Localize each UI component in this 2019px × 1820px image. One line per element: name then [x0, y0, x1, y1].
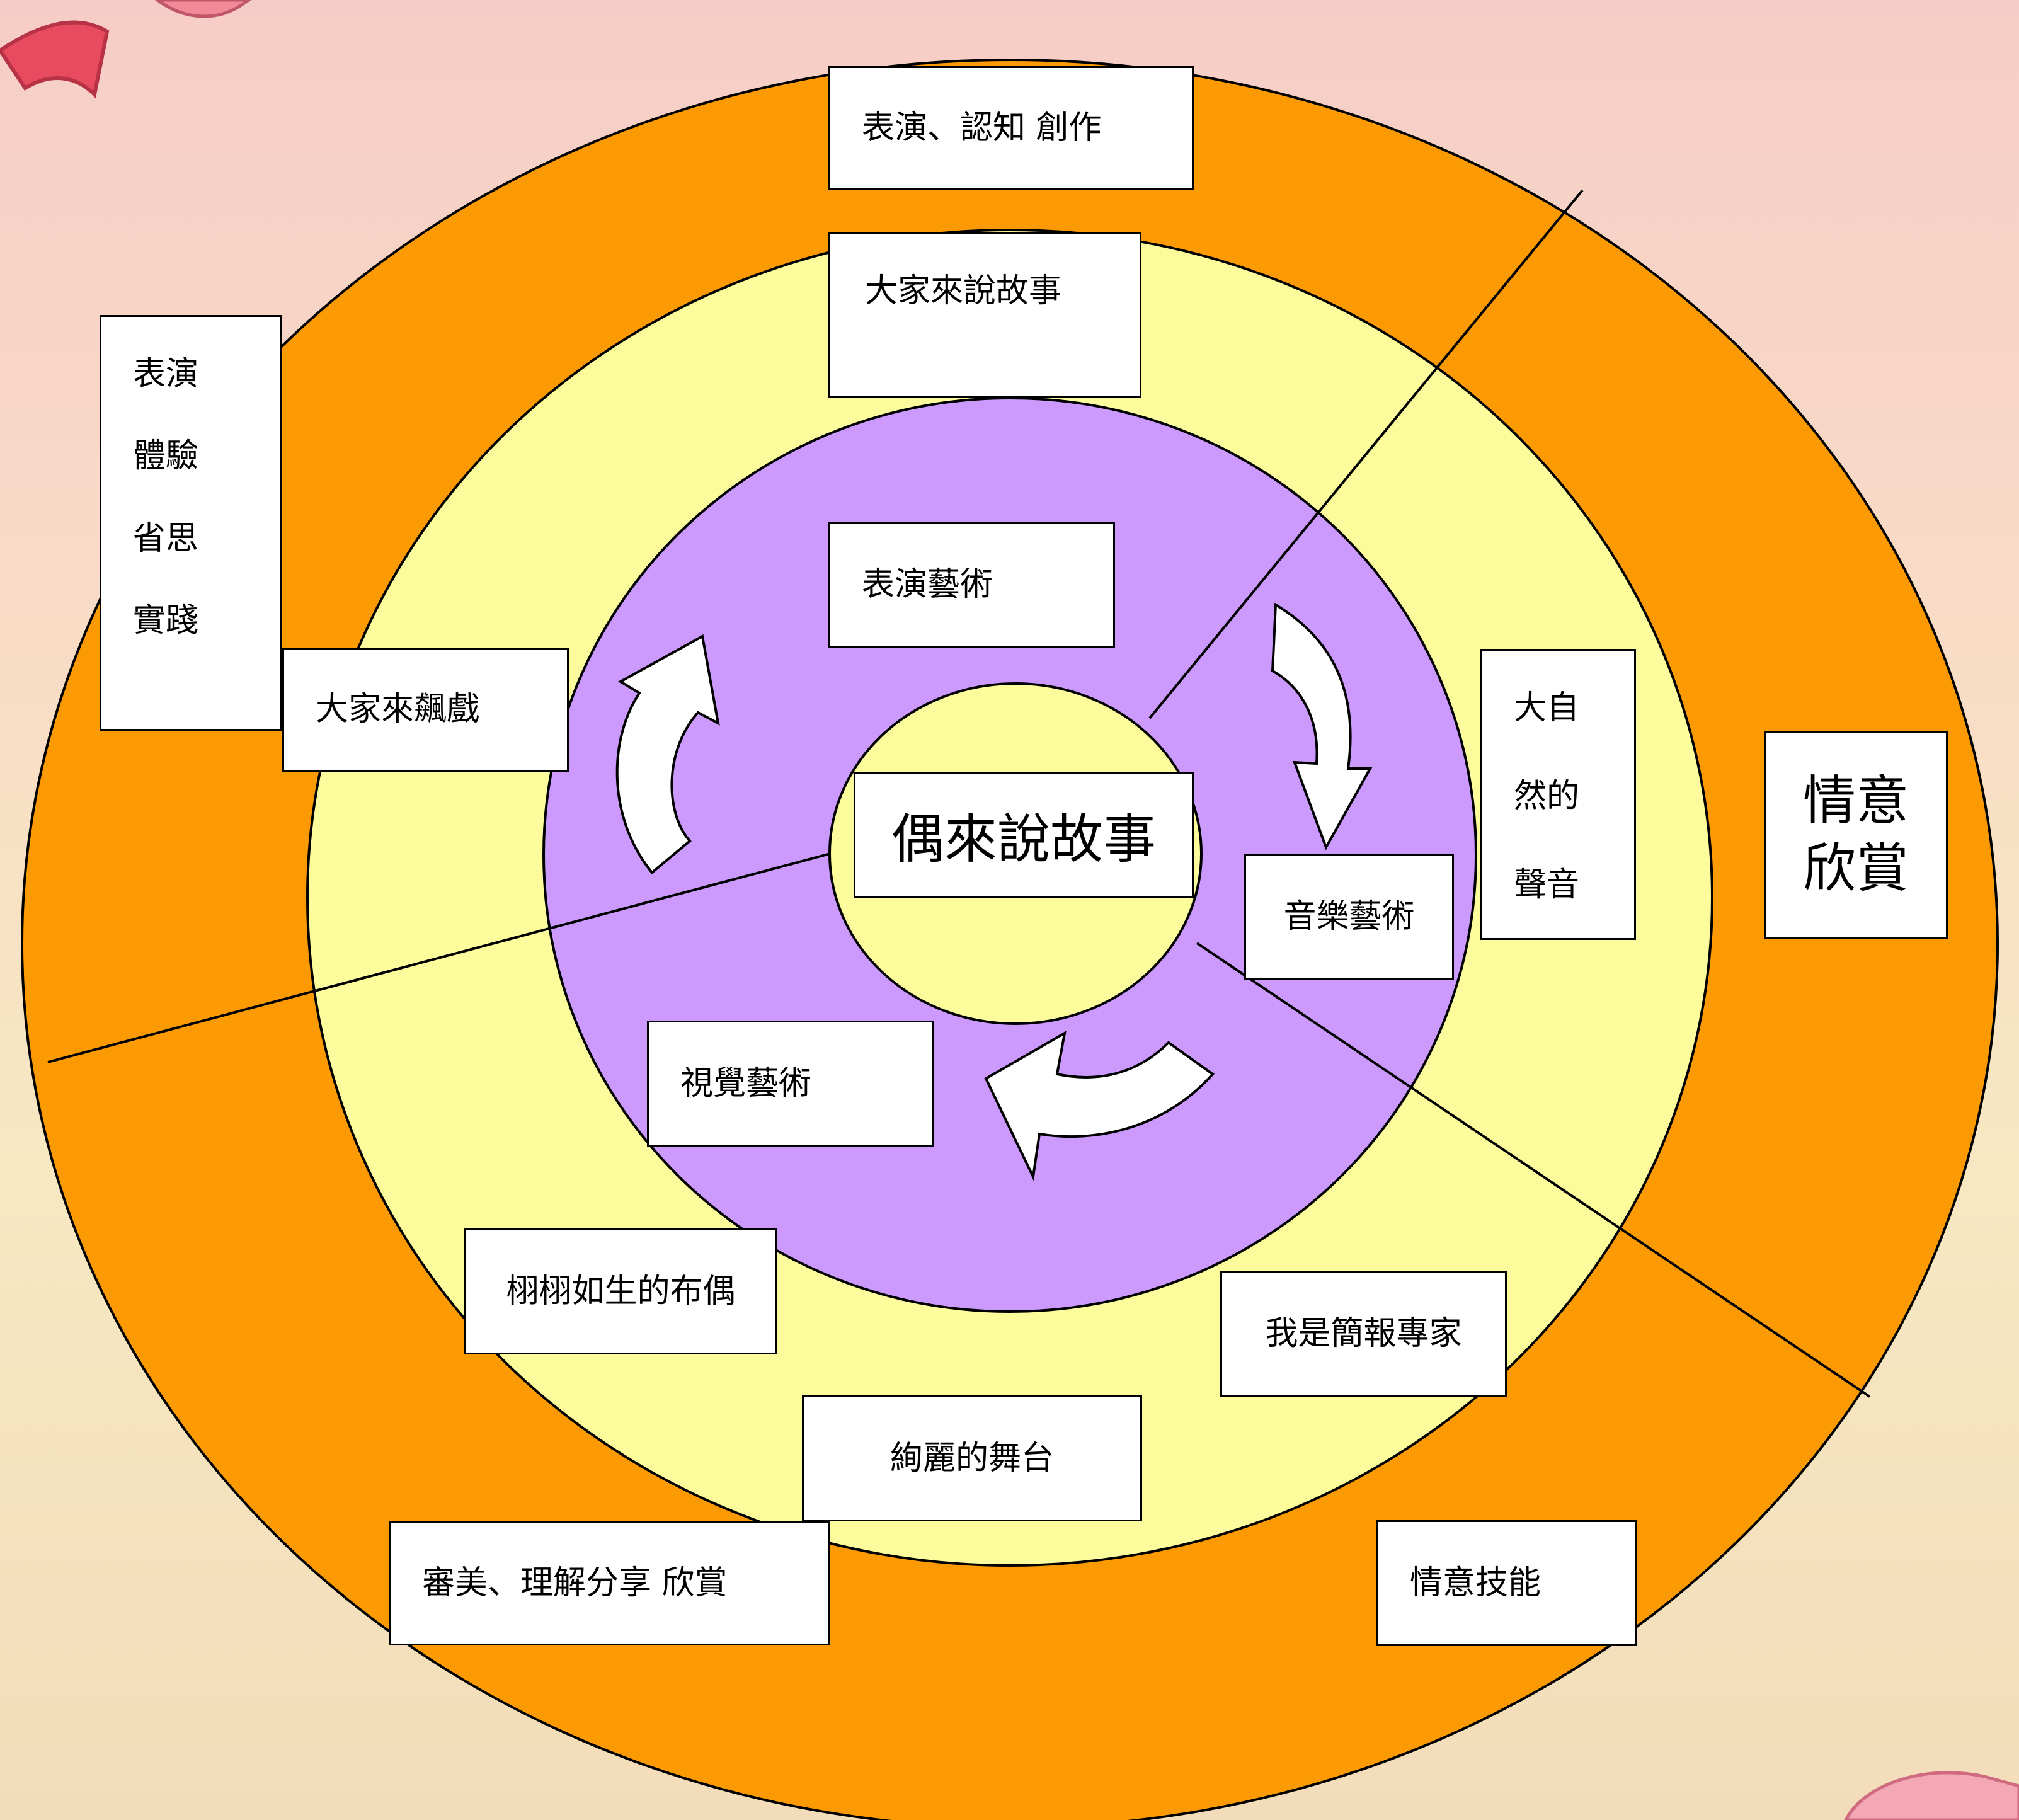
outer-left-item-2: 體驗 [133, 437, 199, 476]
cycle-arrow-down-right-icon [1271, 602, 1373, 850]
unit-nature-sounds-line-1: 大自 [1514, 689, 1580, 727]
outer-right-box: 情意 欣賞 [1764, 731, 1948, 939]
divider-left [47, 852, 831, 1063]
outer-left-item-4: 實踐 [133, 602, 199, 640]
domain-performing-box: 表演藝術 [828, 522, 1115, 648]
ribbon-decoration-top [154, 0, 252, 18]
outer-left-stack-box: 表演 體驗 省思 實踐 [100, 315, 282, 731]
outer-bottom-right-box: 情意技能 [1376, 1520, 1637, 1646]
outer-right-line-2: 欣賞 [1802, 837, 1909, 899]
domain-music-label: 音樂藝術 [1283, 897, 1415, 936]
outer-top-label: 表演、認知 創作 [862, 109, 1102, 147]
unit-stage-box: 絢麗的舞台 [802, 1395, 1142, 1521]
cycle-arrow-up-left-icon [615, 634, 720, 874]
outer-bottom-left-box: 審美、理解分享 欣賞 [389, 1521, 830, 1645]
unit-nature-sounds-line-2: 然的 [1514, 777, 1580, 816]
domain-visual-label: 視覺藝術 [680, 1064, 812, 1102]
ribbon-decoration-top-left [0, 20, 110, 99]
unit-nature-sounds-line-3: 聲音 [1514, 866, 1580, 904]
outer-left-item-1: 表演 [133, 355, 199, 393]
unit-presentation-label: 我是簡報專家 [1265, 1314, 1462, 1353]
domain-visual-box: 視覺藝術 [647, 1021, 934, 1147]
unit-nature-sounds-box: 大自 然的 聲音 [1480, 649, 1636, 940]
center-title: 偶來說故事 [891, 808, 1156, 870]
divider-lower-right [1196, 942, 1871, 1398]
unit-storytelling-box: 大家來說故事 [828, 232, 1141, 398]
outer-right-line-1: 情意 [1802, 770, 1909, 832]
unit-puppets-label: 栩栩如生的布偶 [506, 1272, 736, 1310]
divider-upper-right [1148, 189, 1584, 719]
center-title-box: 偶來說故事 [854, 772, 1194, 898]
outer-top-box: 表演、認知 創作 [828, 66, 1194, 190]
outer-left-item-3: 省思 [133, 519, 199, 558]
unit-presentation-box: 我是簡報專家 [1220, 1271, 1507, 1397]
unit-drama-label: 大家來飆戲 [316, 690, 480, 729]
unit-drama-box: 大家來飆戲 [282, 648, 569, 772]
outer-bottom-right-label: 情意技能 [1410, 1564, 1541, 1602]
unit-puppets-box: 栩栩如生的布偶 [464, 1228, 777, 1354]
unit-stage-label: 絢麗的舞台 [889, 1439, 1054, 1477]
outer-bottom-left-label: 審美、理解分享 欣賞 [422, 1564, 728, 1603]
cycle-arrow-bottom-icon [984, 1031, 1215, 1181]
ribbon-decoration-bottom-right [1844, 1771, 2019, 1820]
domain-performing-label: 表演藝術 [862, 565, 993, 604]
unit-storytelling-label: 大家來說故事 [865, 272, 1062, 310]
domain-music-box: 音樂藝術 [1244, 854, 1454, 980]
